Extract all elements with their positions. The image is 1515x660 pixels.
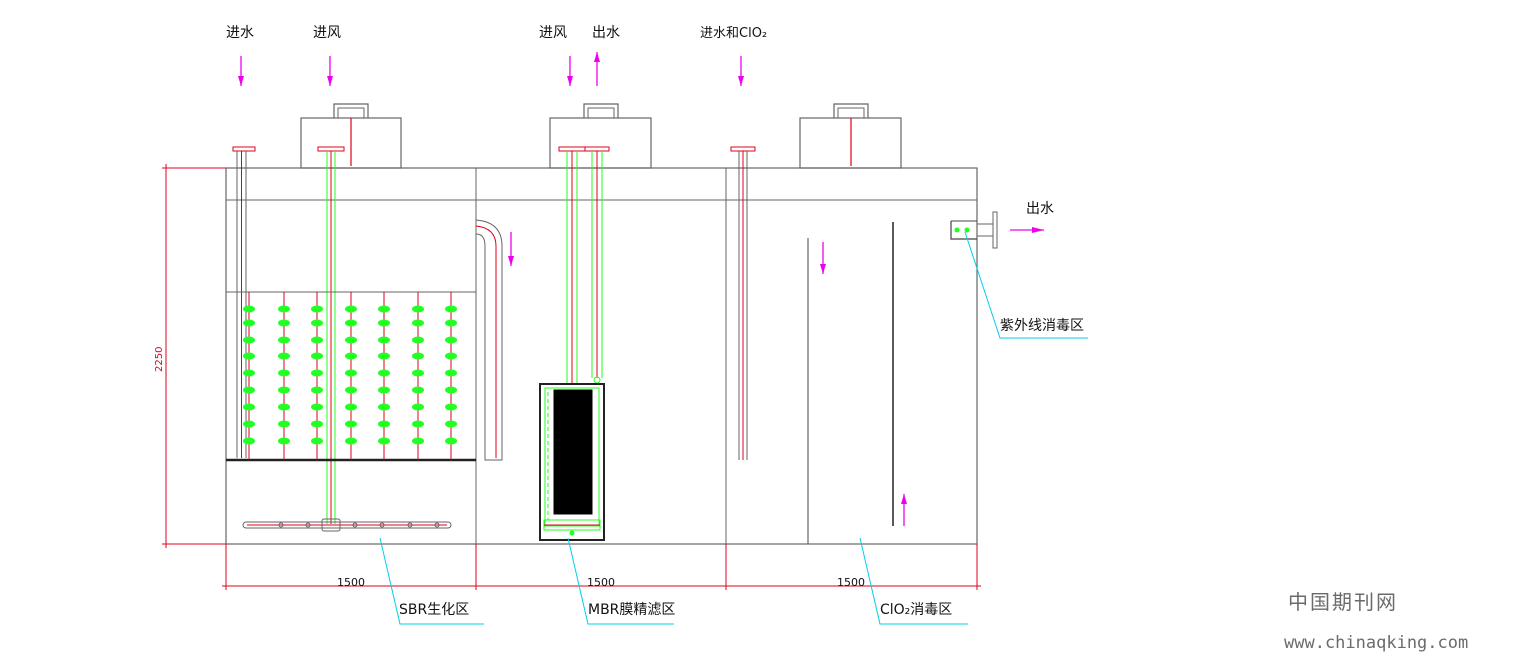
mbr-membrane-module (539, 383, 605, 541)
label-mbr-zone: MBR膜精滤区 (588, 602, 675, 618)
label-width-3: 1500 (837, 576, 865, 589)
label-height-dimension: 2250 (154, 347, 165, 372)
width-dimension (222, 544, 981, 590)
label-outlet-water-top: 出水 (592, 25, 620, 41)
uv-outlet-fitting (950, 211, 998, 249)
watermark-name: 中国期刊网 (1288, 590, 1398, 614)
flow-arrow (901, 494, 907, 526)
leader-lines (379, 231, 1088, 625)
label-inlet-water: 进水 (226, 25, 254, 41)
clo2-baffles (807, 222, 894, 544)
access-hatch-3 (799, 103, 902, 169)
flow-arrow (594, 52, 600, 86)
media-column (445, 292, 457, 460)
label-inlet-air-2: 进风 (539, 25, 567, 41)
flow-arrow (238, 56, 244, 86)
media-column (243, 292, 255, 460)
flow-arrow (820, 242, 826, 274)
height-dimension (162, 164, 226, 548)
clo2-inlet-pipe (730, 146, 756, 460)
mbr-air-pipe (558, 146, 586, 384)
label-inlet-air-1: 进风 (313, 25, 341, 41)
label-sbr-zone: SBR生化区 (399, 602, 469, 618)
mbr-outlet-pipe (584, 146, 610, 384)
label-inlet-water-clo2: 进水和ClO₂ (700, 26, 767, 41)
access-hatch-2 (549, 103, 652, 169)
flow-arrow (327, 56, 333, 86)
access-hatch-1 (300, 103, 402, 169)
label-outlet-water-side: 出水 (1026, 201, 1054, 217)
sbr-air-pipe (317, 146, 345, 524)
aeration-pipe (242, 518, 452, 532)
sbr-media-columns (243, 292, 457, 460)
sbr-inlet-pipe (232, 146, 256, 458)
media-column (378, 292, 390, 460)
media-column (345, 292, 357, 460)
label-width-1: 1500 (337, 576, 365, 589)
transfer-pipe (475, 219, 503, 461)
label-width-2: 1500 (587, 576, 615, 589)
flow-arrow (508, 232, 514, 266)
media-column (311, 292, 323, 460)
label-uv-zone: 紫外线消毒区 (1000, 318, 1084, 334)
flow-arrow (567, 56, 573, 86)
media-column (412, 292, 424, 460)
flow-arrow (738, 56, 744, 86)
watermark-url: www.chinaqking.com (1284, 633, 1469, 653)
flow-arrows (238, 52, 1044, 526)
media-column (278, 292, 290, 460)
label-clo2-zone: ClO₂消毒区 (880, 602, 952, 618)
flow-arrow-outlet (1010, 227, 1044, 233)
